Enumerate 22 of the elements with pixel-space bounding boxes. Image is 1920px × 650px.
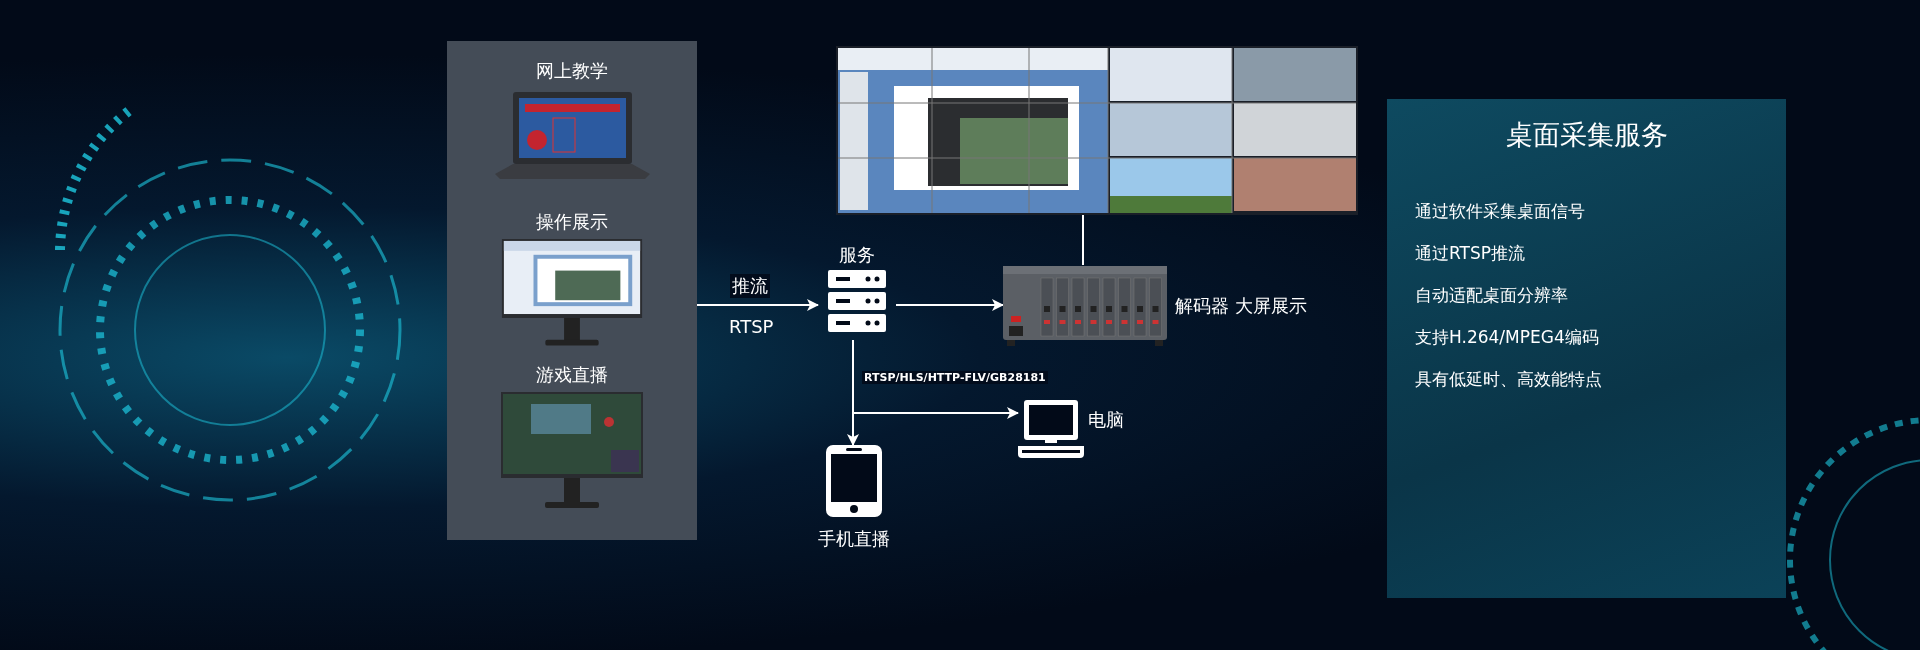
panel-title: 桌面采集服务 (1505, 118, 1668, 152)
node-label: 游戏直播 (536, 363, 608, 387)
node-label: 手机直播 (818, 527, 890, 551)
feature-text: 自动适配桌面分辨率 (1415, 284, 1568, 308)
edge-label: RTSP/HLS/HTTP-FLV/GB28181 (862, 371, 1048, 384)
node-label: 服务 (839, 243, 875, 267)
node-label: 电脑 (1088, 408, 1124, 432)
node-label: 网上教学 (536, 59, 608, 83)
node-label: 操作展示 (536, 210, 608, 234)
feature-text: 支持H.264/MPEG4编码 (1415, 326, 1599, 350)
source-panel (447, 41, 697, 540)
feature-text: 具有低延时、高效能特点 (1415, 368, 1602, 392)
edge-label: 推流 (730, 274, 770, 298)
feature-text: 通过RTSP推流 (1415, 242, 1525, 266)
arrow (895, 299, 1004, 311)
protocol-label: RTSP (729, 316, 774, 337)
arrow (852, 339, 1019, 419)
feature-text: 通过软件采集桌面信号 (1415, 200, 1585, 224)
connector-line (1082, 214, 1084, 266)
arrow (696, 299, 819, 311)
node-label: 解码器 大屏展示 (1175, 294, 1307, 318)
info-panel (1387, 99, 1786, 598)
